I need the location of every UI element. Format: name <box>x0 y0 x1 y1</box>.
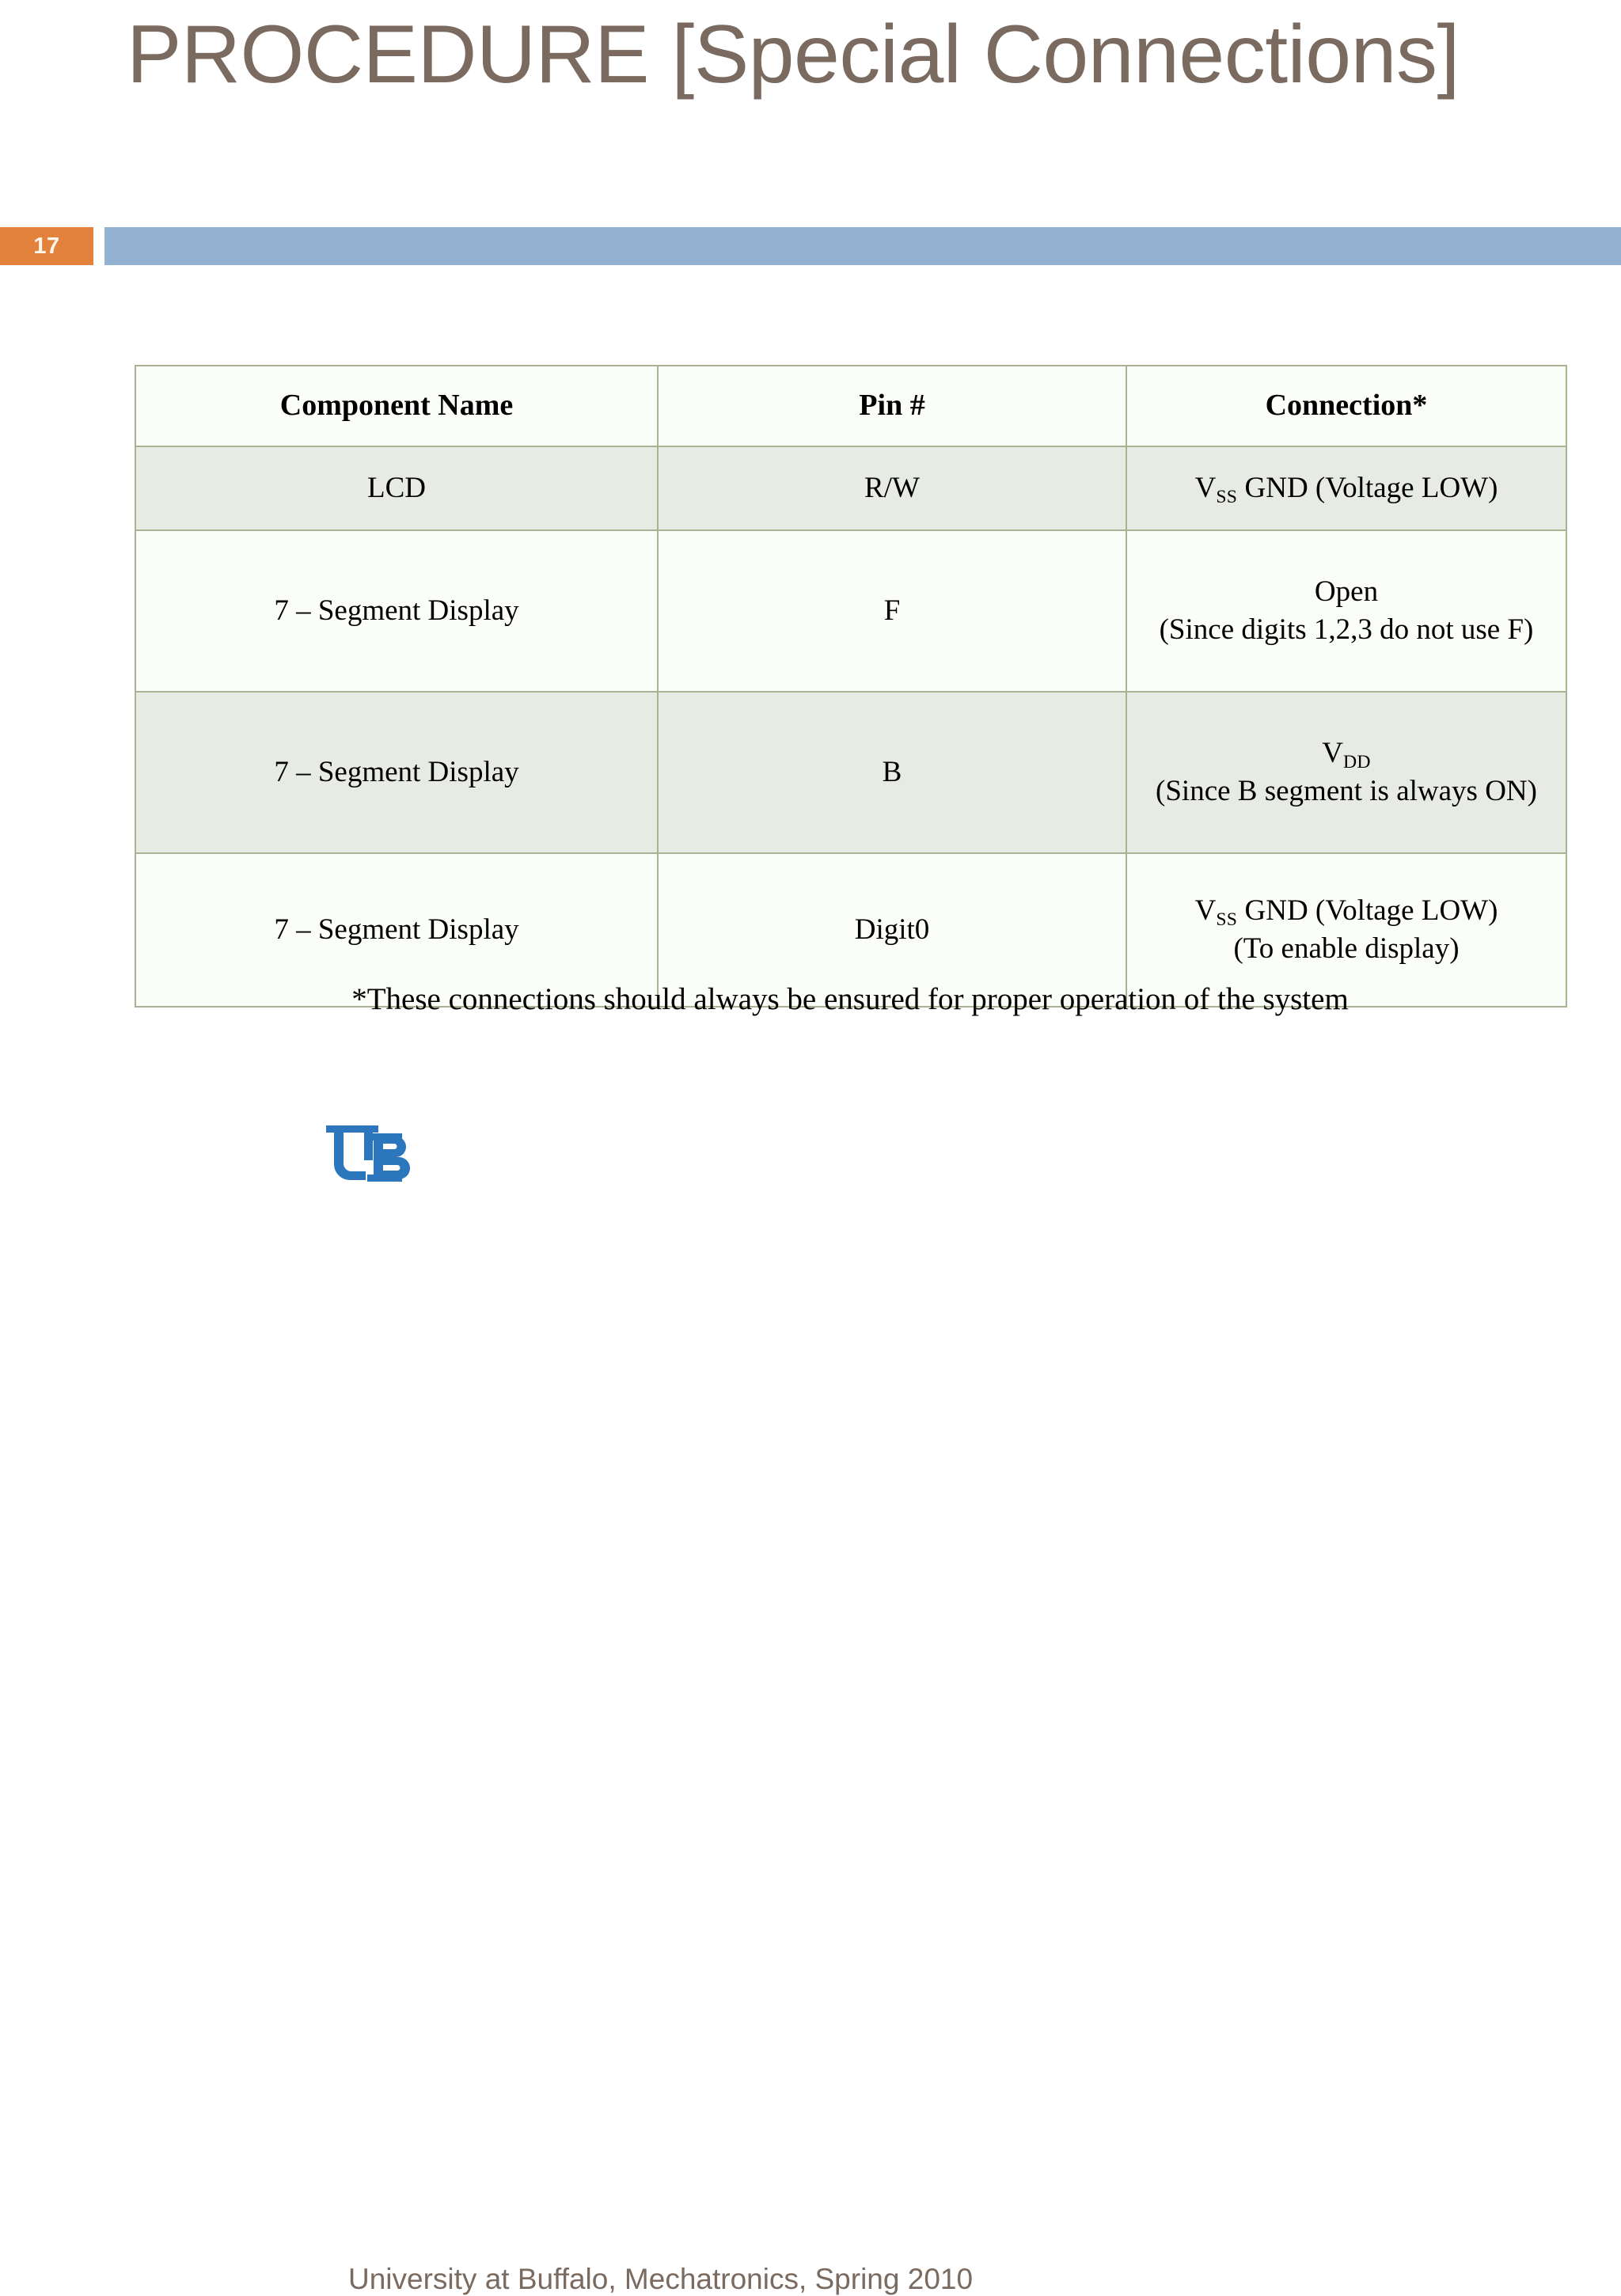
connection-symbol: Open <box>1314 575 1379 608</box>
cell-connection: VDD (Since B segment is always ON) <box>1126 691 1567 854</box>
cell-connection: Open (Since digits 1,2,3 do not use F) <box>1126 529 1567 693</box>
connection-symbol: V <box>1194 894 1217 927</box>
page-title: PROCEDURE [Special Connections] <box>127 9 1460 101</box>
connection-note: (To enable display) <box>1233 932 1460 965</box>
table-row: LCD R/W VSS GND (Voltage LOW) <box>135 446 1567 531</box>
slide-footer: University at Buffalo, Mechatronics, Spr… <box>0 1128 1621 2295</box>
connection-note: (Since B segment is always ON) <box>1156 775 1537 807</box>
cell-pin-number: R/W <box>657 446 1127 531</box>
header-band: 17 <box>0 227 1621 265</box>
cell-connection: VSS GND (Voltage LOW) (To enable display) <box>1126 852 1567 1008</box>
cell-component-name: LCD <box>135 446 659 531</box>
page-number-badge: 17 <box>0 227 93 265</box>
table-row: 7 – Segment Display F Open (Since digits … <box>135 529 1567 693</box>
table-footnote: *These connections should always be ensu… <box>351 982 1349 1016</box>
connection-note: (Since digits 1,2,3 do not use F) <box>1159 613 1534 646</box>
cell-pin-number: F <box>657 529 1127 693</box>
connection-subscript: SS <box>1216 487 1238 508</box>
cell-component-name: 7 – Segment Display <box>135 852 659 1008</box>
table-row: 7 – Segment Display Digit0 VSS GND (Volt… <box>135 852 1567 1008</box>
connection-text: GND (Voltage LOW) <box>1237 894 1498 927</box>
cell-component-name: 7 – Segment Display <box>135 529 659 693</box>
column-header-connection: Connection* <box>1126 365 1567 447</box>
cell-component-name: 7 – Segment Display <box>135 691 659 854</box>
ub-logo-icon <box>326 1125 410 1182</box>
table-row: 7 – Segment Display B VDD (Since B segmen… <box>135 691 1567 854</box>
connection-symbol: V <box>1322 736 1343 769</box>
connection-subscript: SS <box>1216 909 1238 930</box>
cell-pin-number: B <box>657 691 1127 854</box>
column-header-pin-number: Pin # <box>657 365 1127 447</box>
column-header-component-name: Component Name <box>135 365 659 447</box>
connection-symbol: V <box>1194 471 1217 504</box>
connection-subscript: DD <box>1342 752 1371 772</box>
cell-pin-number: Digit0 <box>657 852 1127 1008</box>
connection-text: GND (Voltage LOW) <box>1237 471 1498 504</box>
table-header-row: Component Name Pin # Connection* <box>135 365 1567 447</box>
header-divider-rule <box>104 227 1621 265</box>
footer-text: University at Buffalo, Mechatronics, Spr… <box>348 2263 974 2295</box>
cell-connection: VSS GND (Voltage LOW) <box>1126 446 1567 531</box>
connections-table: Component Name Pin # Connection* LCD R/W… <box>135 365 1567 1008</box>
